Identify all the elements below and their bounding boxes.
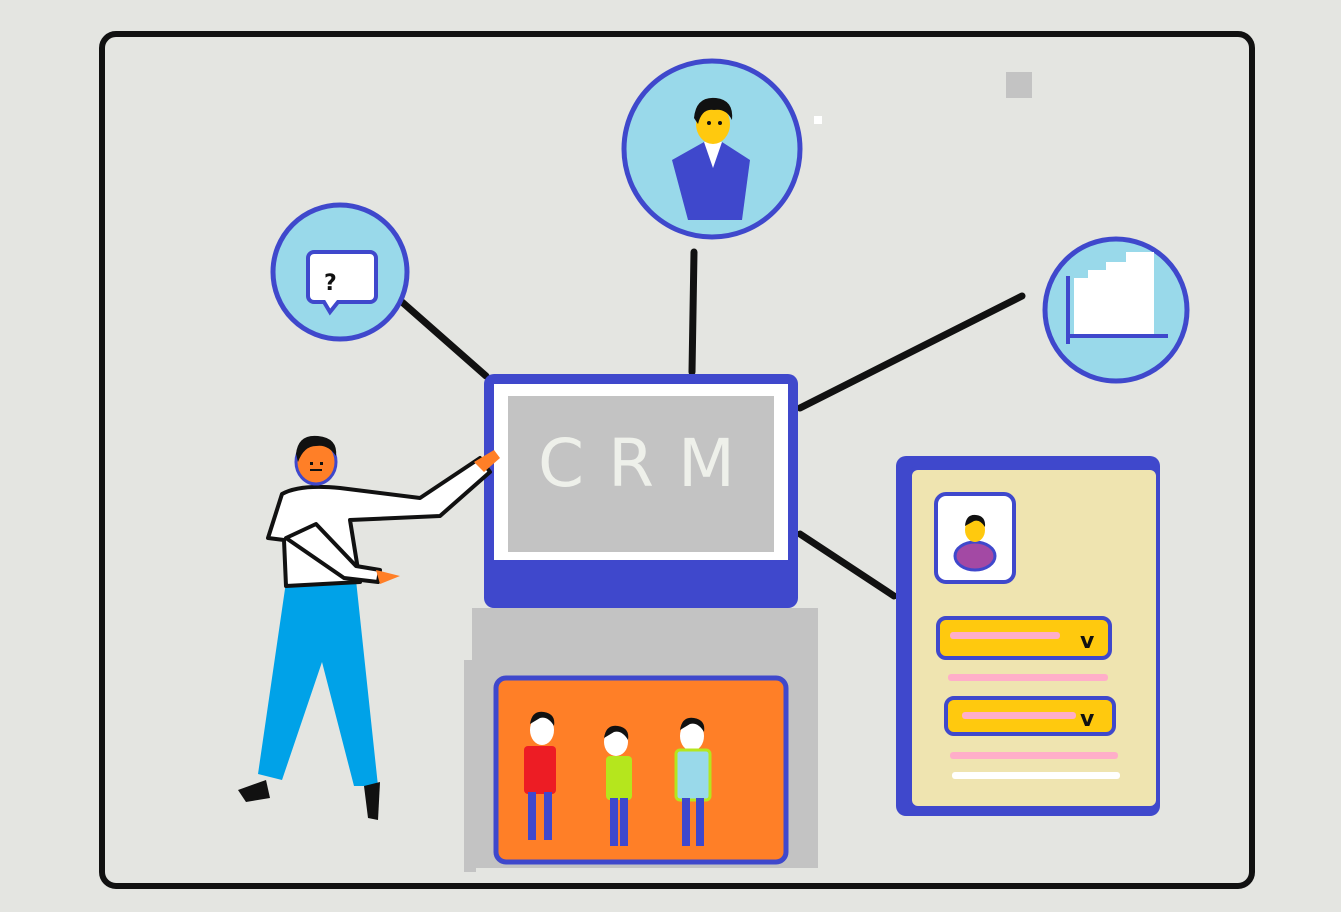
decor-dot — [814, 116, 822, 124]
connector-lines — [398, 248, 1026, 600]
text-line — [952, 772, 1120, 779]
presenter-pants — [258, 580, 378, 786]
team-member — [524, 711, 556, 840]
text-line — [948, 674, 1108, 681]
crm-screen-label: CRM — [538, 425, 759, 502]
presenter-shoe-left — [238, 780, 270, 802]
checklist-item: v — [944, 696, 1116, 736]
picture-frame — [99, 31, 1255, 889]
text-line — [950, 752, 1118, 759]
presenter-shoe-right — [364, 782, 380, 820]
checklist-item: v — [936, 616, 1112, 660]
profile-card-icon: v v — [896, 456, 1160, 816]
connector-support — [398, 298, 490, 380]
connector-card — [796, 530, 898, 600]
analytics-node — [1042, 236, 1190, 384]
team-member — [604, 725, 632, 846]
customer-node — [621, 58, 803, 240]
presenter-hand-lower — [376, 570, 400, 584]
presenter-arm — [284, 522, 382, 584]
team-icon — [524, 711, 712, 846]
decor-square — [1006, 72, 1032, 98]
team-panel — [493, 675, 789, 865]
presenter-hand-upper — [474, 450, 500, 472]
avatar — [953, 514, 997, 572]
check-mark-2: v — [1080, 707, 1095, 732]
connector-customer — [688, 248, 698, 376]
support-chat-icon: ? — [306, 250, 378, 316]
presenter-hair — [296, 435, 337, 462]
analytics-chart-icon — [1066, 252, 1168, 344]
crm-monitor-icon: CRM — [484, 374, 798, 608]
customer-profile-icon — [672, 97, 750, 220]
connector-analytics — [796, 292, 1026, 412]
team-member — [674, 717, 712, 846]
presenter-figure — [238, 435, 500, 820]
support-chat-node: ? — [270, 202, 410, 342]
support-bubble-glyph: ? — [324, 271, 337, 296]
check-mark-1: v — [1080, 629, 1095, 654]
